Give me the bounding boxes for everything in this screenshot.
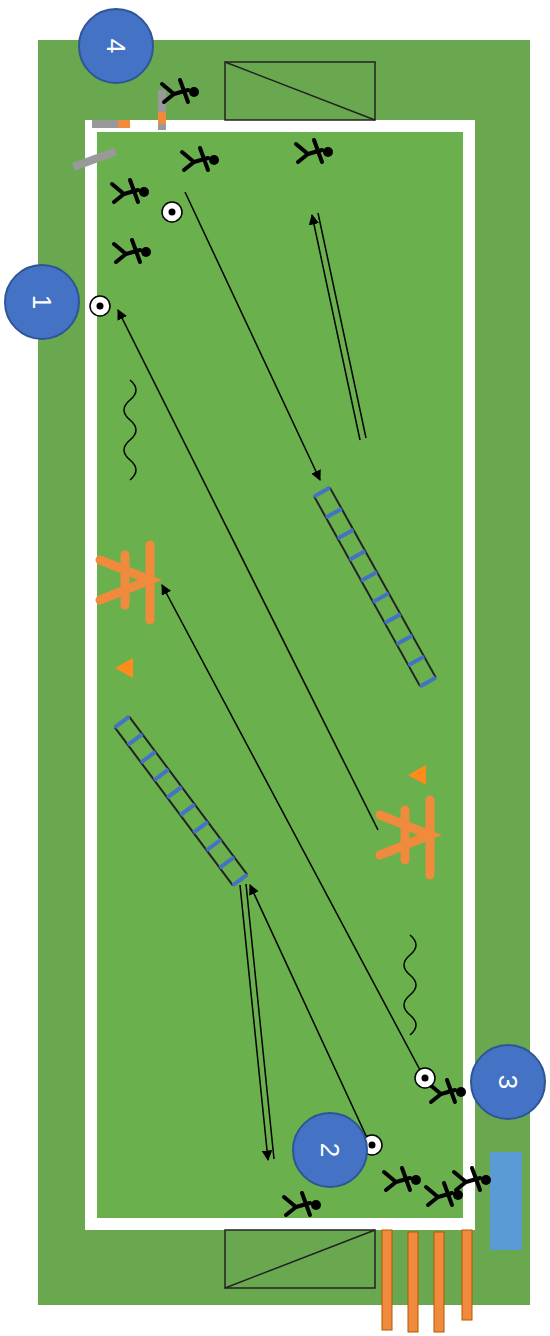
mini-goal	[490, 1152, 522, 1250]
callout-circle: 2	[292, 1112, 368, 1188]
movement-arrow	[118, 192, 420, 1160]
callout-number: 4	[103, 39, 129, 53]
pitch-line	[91, 126, 469, 1224]
ball	[415, 1068, 435, 1088]
player	[162, 80, 199, 102]
outer-field	[38, 40, 530, 1305]
player	[384, 1168, 421, 1190]
cone	[115, 658, 426, 785]
ball	[90, 296, 110, 316]
player	[296, 140, 333, 162]
player	[114, 240, 151, 262]
agility-ladder	[115, 488, 436, 886]
agility-ladder	[314, 488, 436, 687]
callout-number: 2	[317, 1143, 343, 1157]
player	[112, 80, 491, 1215]
player	[182, 148, 219, 170]
player	[112, 180, 149, 202]
callout-number: 3	[495, 1075, 521, 1089]
callout-number: 1	[29, 295, 55, 309]
callout-circle: 3	[470, 1044, 546, 1120]
mannequin	[100, 545, 430, 875]
player	[454, 1168, 491, 1190]
ball	[90, 202, 435, 1155]
agility-ladder	[115, 717, 247, 886]
pole	[382, 1230, 472, 1332]
callout-circle: 4	[78, 8, 154, 84]
ball	[162, 202, 182, 222]
player	[284, 1193, 321, 1215]
callout-circle: 1	[4, 264, 80, 340]
player	[429, 1080, 466, 1102]
hurdle	[72, 90, 166, 171]
